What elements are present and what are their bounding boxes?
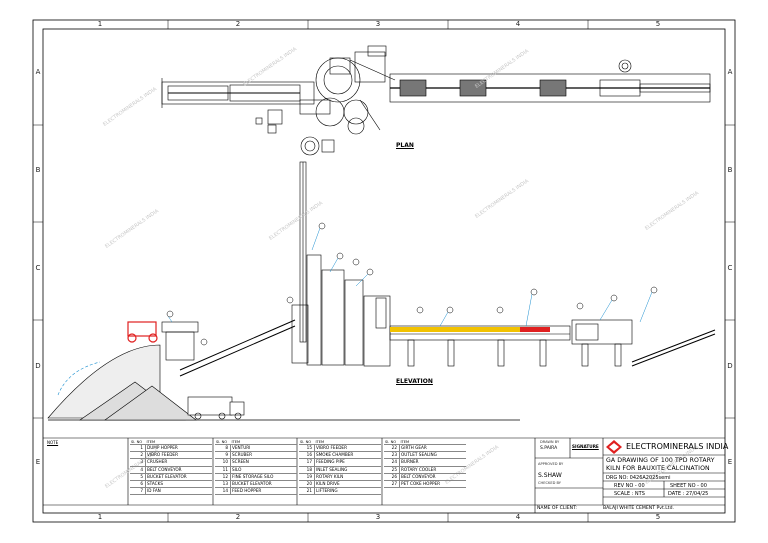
zone-row-e-right: E	[727, 458, 733, 466]
client-label: NAME OF CLIENT:	[537, 506, 577, 511]
signature-label: SIGNATURE	[572, 444, 599, 449]
zone-row-b: B	[35, 166, 41, 174]
zone-row-a: A	[35, 68, 41, 76]
parts-header-item: ITEM	[145, 439, 212, 445]
zone-row-c: C	[35, 264, 41, 272]
zone-col-5-bottom: 5	[655, 513, 661, 521]
drawing-number: DRG NO: 0426A2025semi	[606, 475, 671, 481]
zone-col-1-bottom: 1	[97, 513, 103, 521]
zone-row-d: D	[35, 362, 41, 370]
company-logo-icon	[606, 440, 622, 454]
client-name: BALAJI WHITE CEMENT Pvt.Ltd.	[603, 506, 674, 511]
checked-by-name: S.SHAW	[538, 472, 562, 479]
zone-col-2-bottom: 2	[235, 513, 241, 521]
approved-by-label: APPROVED BY	[538, 462, 564, 466]
revision-number: REV NO - 00	[614, 483, 645, 489]
parts-header-item: ITEM	[314, 439, 381, 445]
zone-row-d-right: D	[727, 362, 733, 370]
plan-view	[161, 45, 711, 156]
zone-row-b-right: B	[727, 166, 733, 174]
zone-col-3: 3	[375, 20, 381, 28]
parts-header-no: Sl. NO	[130, 439, 146, 445]
company-name: ELECTROMINERALS INDIA	[626, 442, 729, 451]
zone-row-e: E	[35, 458, 41, 466]
zone-col-2: 2	[235, 20, 241, 28]
parts-header-no: Sl. NO	[384, 439, 400, 445]
zone-col-5: 5	[655, 20, 661, 28]
zone-row-c-right: C	[727, 264, 733, 272]
parts-header-no: Sl. NO	[215, 439, 231, 445]
elevation-label: ELEVATION	[396, 378, 433, 385]
zone-row-a-right: A	[727, 68, 733, 76]
plan-label: PLAN	[396, 142, 414, 149]
parts-header-no: Sl. NO	[299, 439, 315, 445]
drawing-date: DATE : 27/04/25	[668, 491, 709, 497]
zone-col-3-bottom: 3	[375, 513, 381, 521]
drawn-by-label: DRAWN BY	[540, 440, 560, 444]
checked-by-label: CHECKED BY	[538, 481, 561, 485]
sheet-number: SHEET NO - 00	[670, 483, 707, 489]
zone-col-4-bottom: 4	[515, 513, 521, 521]
elevation-view	[47, 161, 716, 421]
drawing-title-line1: GA DRAWING OF 100 TPD ROTARY	[606, 457, 715, 464]
zone-col-4: 4	[515, 20, 521, 28]
parts-header-item: ITEM	[230, 439, 297, 445]
outer-frame	[32, 19, 736, 523]
drawn-by-name: S.PAIRA	[540, 446, 558, 451]
zone-col-1: 1	[97, 20, 103, 28]
scale: SCALE : NTS	[614, 491, 645, 497]
parts-header-item: ITEM	[399, 439, 466, 445]
inner-frame	[42, 28, 726, 514]
drawing-title-line2: KILN FOR BAUXITE CALCINATION	[606, 465, 710, 472]
note-header: NOTE	[47, 440, 59, 445]
